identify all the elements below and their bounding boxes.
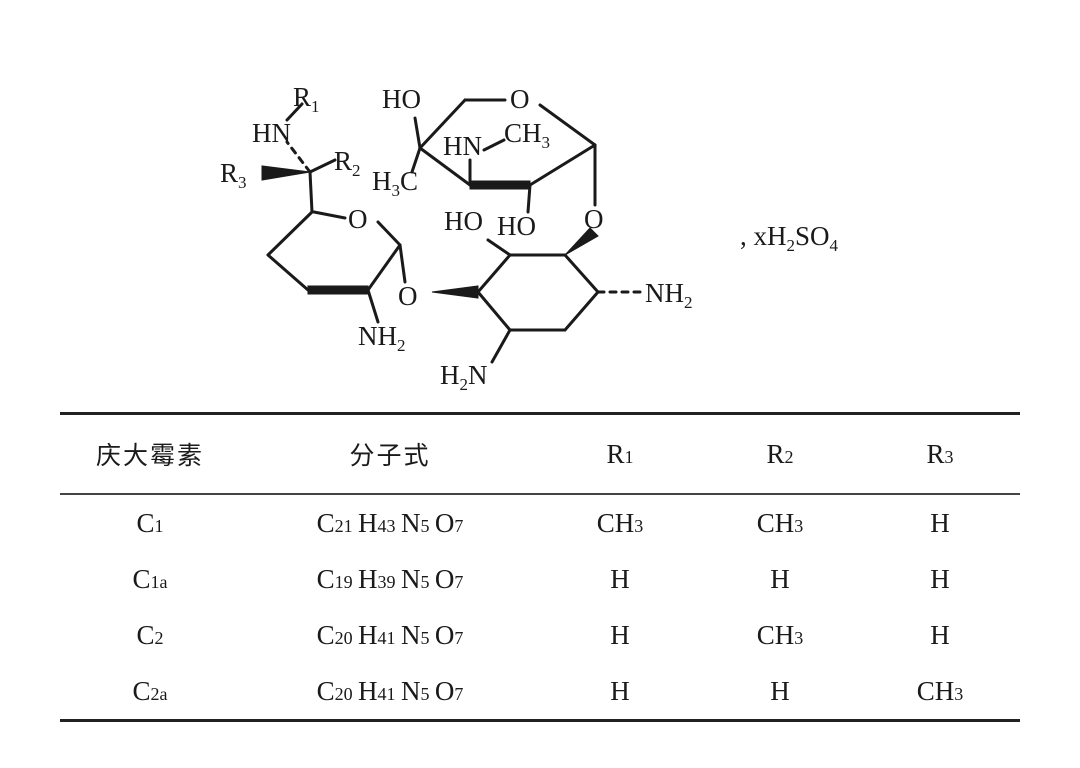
label-hn-ch3: HN — [443, 131, 482, 161]
label-nh2-right: NH2 — [645, 278, 693, 312]
label-o-left-ring: O — [348, 204, 368, 234]
cell-r1: H — [610, 619, 630, 650]
cell-r3: H — [930, 507, 950, 538]
cell-r3: CH3 — [916, 675, 964, 706]
cell-r2: H — [770, 675, 790, 706]
cell-r1: H — [610, 563, 630, 594]
header-r1: R1 — [606, 438, 634, 469]
label-h3c: H3C — [372, 166, 418, 200]
cell-molecular-formula: C21 H43 N5 O7 — [316, 507, 464, 538]
table-row: C1 C21 H43 N5 O7 CH3 CH3 H — [60, 495, 1020, 551]
header-name: 庆大霉素 — [95, 441, 204, 470]
structure-labels: R1 HN R2 R3 HO O HN CH3 H3C O HO HO O O … — [220, 82, 839, 394]
cell-component-name: C1a — [132, 563, 168, 594]
label-o-ring-right: O — [510, 84, 530, 114]
label-h2n: H2N — [440, 360, 488, 394]
label-ho-top: HO — [382, 84, 421, 114]
label-r1: R1 — [293, 82, 320, 116]
table-row: C2 C20 H41 N5 O7 H CH3 H — [60, 607, 1020, 663]
cell-r2: CH3 — [756, 619, 804, 650]
cell-r2: H — [770, 563, 790, 594]
label-ch3: CH3 — [504, 118, 550, 152]
label-r3: R3 — [220, 158, 247, 192]
header-r2: R2 — [766, 438, 794, 469]
cell-component-name: C2 — [136, 619, 164, 650]
table-mid-rule — [60, 493, 1020, 495]
header-formula: 分子式 — [349, 441, 431, 470]
cell-r1: CH3 — [596, 507, 644, 538]
label-salt: , xH2SO4 — [740, 221, 839, 255]
label-ho-mid: HO — [444, 206, 483, 236]
cell-r1: H — [610, 675, 630, 706]
central-ring — [431, 227, 642, 364]
label-o-link-right: O — [584, 204, 604, 234]
cell-component-name: C1 — [136, 507, 164, 538]
cell-r3: H — [930, 619, 950, 650]
label-r2: R2 — [334, 146, 361, 180]
gentamicin-structure-diagram: R1 HN R2 R3 HO O HN CH3 H3C O HO HO O O … — [220, 82, 839, 394]
label-o-link-left: O — [398, 281, 418, 311]
header-r3: R3 — [926, 438, 954, 469]
right-sugar-ring — [410, 98, 597, 214]
cell-r2: CH3 — [756, 507, 804, 538]
cell-molecular-formula: C20 H41 N5 O7 — [316, 675, 464, 706]
cell-component-name: C2a — [132, 675, 168, 706]
cell-molecular-formula: C20 H41 N5 O7 — [316, 619, 464, 650]
table-header-row: 庆大霉素 分子式 R1 R2 R3 — [60, 415, 1020, 493]
label-hn-top: HN — [252, 118, 291, 148]
label-nh2-left: NH2 — [358, 321, 406, 355]
table-top-rule — [60, 412, 1020, 415]
table-row: C2a C20 H41 N5 O7 H H CH3 — [60, 663, 1020, 719]
cell-r3: H — [930, 563, 950, 594]
cell-molecular-formula: C19 H39 N5 O7 — [316, 563, 464, 594]
table-row: C1a C19 H39 N5 O7 H H H — [60, 551, 1020, 607]
label-ho-mid2: HO — [497, 211, 536, 241]
left-sugar-ring — [261, 102, 407, 324]
table-bottom-rule — [60, 719, 1020, 722]
